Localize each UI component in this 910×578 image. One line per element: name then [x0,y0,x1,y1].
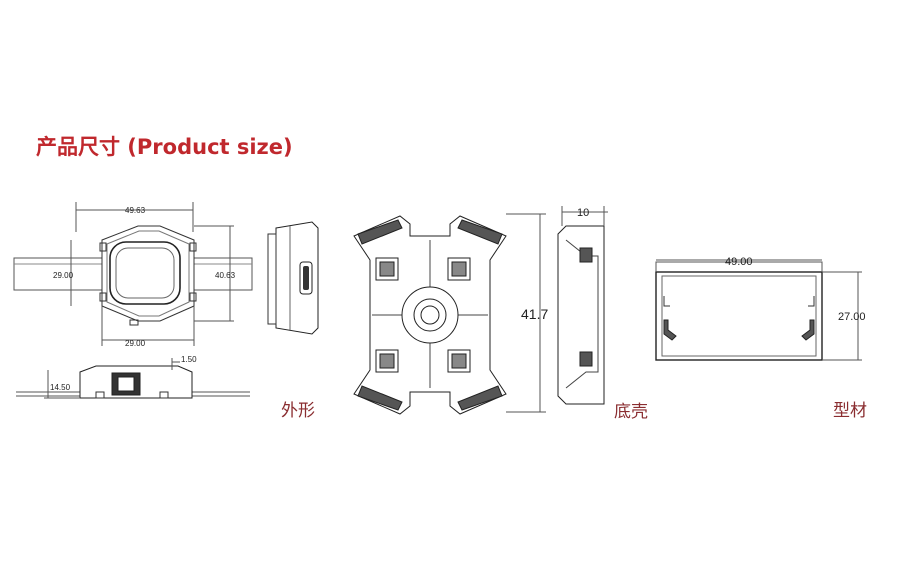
module-body-inner [106,230,190,317]
dim-base-depth: 10 [577,207,589,219]
narrow-window-fill [303,266,309,290]
clip-tab [99,292,107,302]
side-foot [159,391,169,399]
profile-clip-top [808,296,815,307]
clip-tab [99,242,107,252]
front-view [13,202,253,346]
profile-clip [801,319,815,341]
led-pad-core [379,261,395,277]
dim-front-width-bottom: 29.00 [125,339,146,348]
base-shell-view [353,213,546,415]
dim-side-height: 14.50 [50,383,71,392]
lens-inner [115,247,175,299]
profile-outline [655,271,823,361]
page-title: 产品尺寸 (Product size) [36,135,293,159]
caption-base-shell: 底壳 [614,402,648,422]
side-view [16,358,250,399]
dim-side-thickness: 1.50 [181,355,197,364]
profile-inner [661,275,817,357]
side-foot [95,391,105,399]
dim-base-height: 41.7 [521,306,548,322]
narrow-body [275,221,319,335]
caption-profile: 型材 [833,401,867,421]
dim-front-height-left: 29.00 [53,271,74,280]
shell-side-notch [579,247,593,263]
lens-outline [109,241,181,305]
base-shell-side-view [557,206,608,405]
side-clip-window [117,376,135,392]
corner-flange [357,385,403,411]
clip-tab [189,292,197,302]
led-pad-core [379,353,395,369]
corner-flange [457,219,503,245]
profile-top-lip [655,261,823,272]
center-boss-hole [420,305,440,325]
dim-front-width-top: 49.63 [125,206,146,215]
profile-view [655,259,862,361]
shell-side-notch [579,351,593,367]
clip-tab [129,319,139,326]
profile-clip [663,319,677,341]
clip-tab [189,242,197,252]
dim-front-height-right: 40.63 [215,271,236,280]
corner-flange [357,219,403,245]
led-pad-core [451,261,467,277]
profile-clip-top [663,296,670,307]
dim-profile-height: 27.00 [838,311,866,323]
narrow-side-view [267,221,319,335]
narrow-flange [267,233,277,325]
dim-profile-width: 49.00 [725,256,753,268]
caption-appearance: 外形 [281,401,315,421]
led-pad-core [451,353,467,369]
corner-flange [457,385,503,411]
